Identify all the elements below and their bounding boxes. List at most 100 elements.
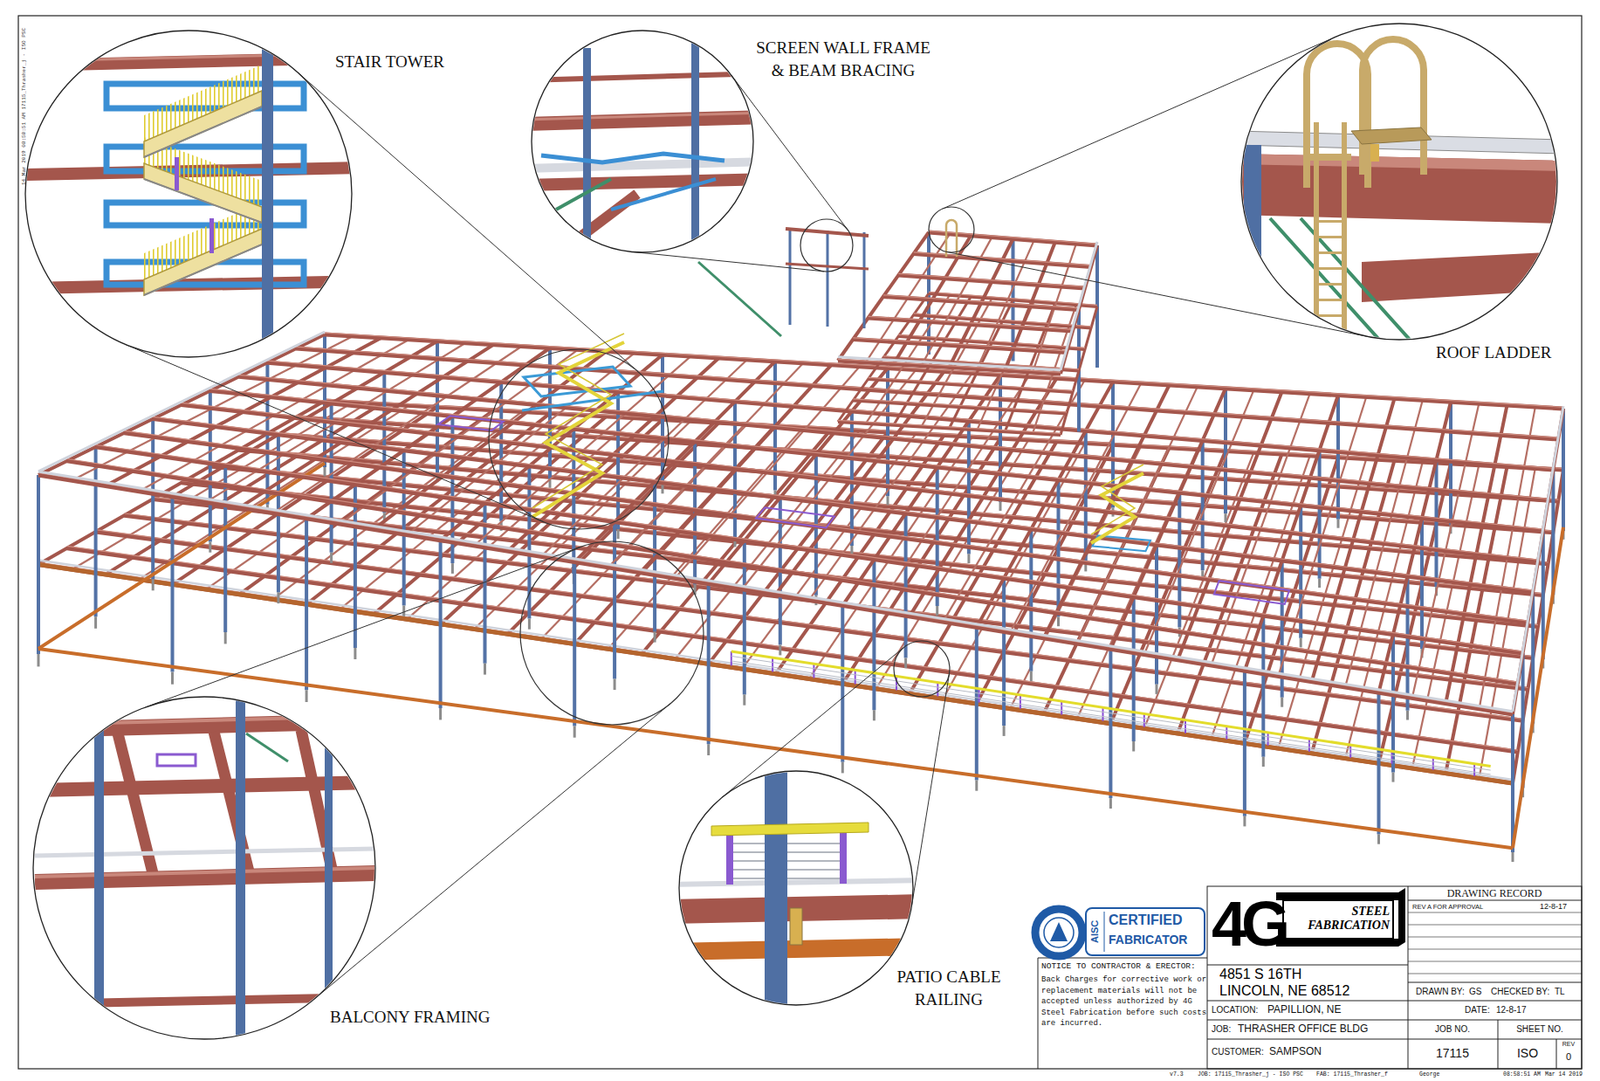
girder xyxy=(181,405,1539,563)
logo-text: CERTIFIED xyxy=(1108,911,1182,928)
rail-post xyxy=(1184,720,1187,734)
leader-line xyxy=(144,547,580,708)
detail-callout: SCREEN WALL FRAME & BEAM BRACING xyxy=(529,28,936,255)
title-block-grid xyxy=(1407,924,1582,926)
girder xyxy=(324,334,1564,409)
girder xyxy=(67,460,1518,684)
title-block-grid xyxy=(1207,1000,1408,1002)
roof-ladder-view xyxy=(1235,153,1563,172)
footing xyxy=(1224,513,1228,522)
column xyxy=(304,518,309,691)
column xyxy=(1448,401,1453,525)
footing xyxy=(323,466,327,477)
aisc-logo xyxy=(1050,921,1068,941)
balcony-framing-view xyxy=(94,689,104,1039)
leader-line xyxy=(631,251,825,272)
plot-stamp: v7.3 xyxy=(1169,1071,1184,1079)
stair-tower-view xyxy=(209,218,214,254)
rail-post xyxy=(1308,738,1311,752)
girder-edge xyxy=(928,230,1098,244)
column xyxy=(975,626,979,780)
top-rail xyxy=(731,651,1491,767)
patio-railing-view xyxy=(726,831,734,885)
column xyxy=(1154,544,1159,685)
callout-circle xyxy=(679,770,914,1005)
sheet-border xyxy=(18,15,1582,1069)
girder xyxy=(883,296,1079,310)
detail-ground xyxy=(33,696,376,1039)
rail-cable xyxy=(731,660,1491,775)
callout-circle xyxy=(531,30,754,253)
column xyxy=(1029,528,1033,672)
title-block-grid xyxy=(1207,1019,1408,1021)
field-value: SAMPSON xyxy=(1269,1044,1322,1058)
balcony-framing-view xyxy=(34,996,376,1004)
aisc-logo xyxy=(1085,907,1205,955)
stair-tower-view xyxy=(261,26,274,376)
footing xyxy=(707,743,710,756)
girder-edge xyxy=(852,337,1067,351)
girder-edge xyxy=(67,459,1518,683)
footing xyxy=(208,542,212,553)
column xyxy=(1084,430,1088,563)
screen-wall-view xyxy=(523,178,769,186)
title-block-grid xyxy=(1407,1038,1582,1040)
column xyxy=(353,484,358,648)
balcony-framing-view xyxy=(246,733,289,762)
column xyxy=(1406,576,1410,711)
footing xyxy=(329,552,333,564)
footing xyxy=(1511,851,1515,862)
roof-ladder-view xyxy=(1351,127,1432,145)
footing xyxy=(653,631,657,643)
callout-heading: ROOF LADDER xyxy=(1435,341,1552,364)
girder-edge xyxy=(868,315,1073,330)
stair-accent xyxy=(1091,464,1144,535)
girder xyxy=(898,274,1085,289)
rail-post xyxy=(1060,700,1063,715)
column xyxy=(208,390,213,542)
column xyxy=(572,562,577,727)
company-logo-text: 4G xyxy=(1211,892,1285,955)
column xyxy=(1420,517,1424,649)
roof-ladder-view xyxy=(1309,153,1352,161)
callout-circle xyxy=(25,30,352,358)
footing xyxy=(872,709,876,721)
title-block-grid xyxy=(1407,981,1582,983)
footing xyxy=(171,672,174,685)
title-block-grid xyxy=(1407,936,1582,938)
detail-callout: BALCONY FRAMING xyxy=(31,694,491,1041)
footing xyxy=(617,528,620,539)
detail-callout: STAIR TOWER xyxy=(23,28,445,359)
stair-tower-view xyxy=(144,228,262,296)
rail-post xyxy=(978,688,981,703)
balcony-framing-view xyxy=(34,721,376,730)
column xyxy=(840,605,845,763)
roof-ladder-view xyxy=(1370,144,1380,162)
column xyxy=(1057,480,1061,618)
callout-circle xyxy=(33,696,376,1039)
footing xyxy=(886,495,890,505)
girder-edge xyxy=(152,416,1533,591)
footing xyxy=(975,780,978,791)
girder xyxy=(837,421,1061,435)
footing xyxy=(1242,816,1246,827)
screen-wall-view xyxy=(532,178,612,223)
screen-wall-accent xyxy=(946,219,957,257)
column xyxy=(935,466,940,606)
footing xyxy=(451,563,454,574)
girder xyxy=(928,232,1098,246)
field-value: 12-8-17 xyxy=(1496,1004,1526,1016)
field-label: REV xyxy=(1562,1040,1575,1048)
rail-post xyxy=(730,651,733,667)
revision-date: 12-8-17 xyxy=(1539,901,1567,912)
screen-wall-view xyxy=(611,178,716,210)
title-block-grid xyxy=(1037,957,1208,1069)
girder xyxy=(868,317,1073,331)
company-logo xyxy=(1276,887,1406,947)
rail-post xyxy=(854,669,857,684)
block-heading: DRAWING RECORD xyxy=(1447,887,1543,900)
detail-marker xyxy=(800,219,853,272)
column xyxy=(1132,597,1136,742)
detail-marker xyxy=(928,206,975,253)
field-label: CUSTOMER: xyxy=(1211,1046,1264,1058)
